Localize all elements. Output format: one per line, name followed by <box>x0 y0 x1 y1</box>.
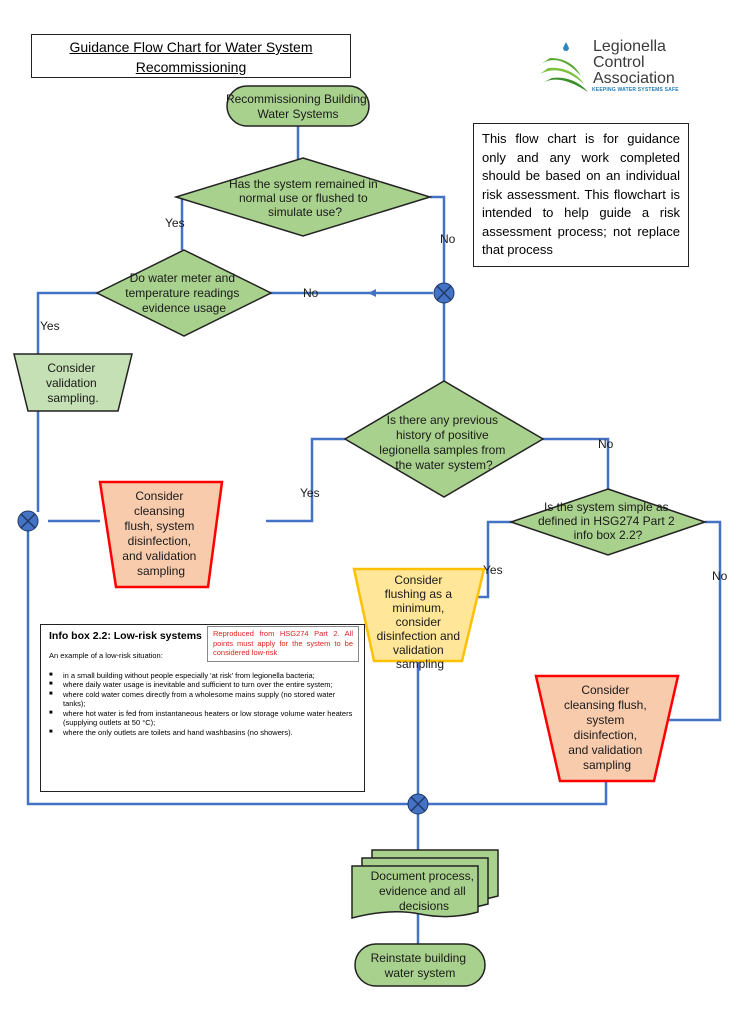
validation-sampling-box: Consider validation sampling. <box>13 353 133 412</box>
q3-line1: Is there any previous <box>387 413 498 427</box>
svg-text:Is there any previous: Is there any previous history of positiv… <box>379 413 508 472</box>
info-box-item: in a small building without people espec… <box>49 671 356 681</box>
q3-line2: history of positive <box>396 428 489 442</box>
chart-title-line1: Guidance Flow Chart for Water System <box>69 39 313 55</box>
validation-line2: validation <box>46 376 97 390</box>
junction-b <box>17 510 39 532</box>
svg-text:Is the system simple as: Is the system simple as defined in HSG27… <box>538 500 678 542</box>
q1-no-label: No <box>440 232 456 246</box>
start-line2: Water Systems <box>258 107 339 121</box>
q2-line1: Do water meter and <box>130 271 235 285</box>
junction-a <box>433 282 455 304</box>
reproduced-note: Reproduced from HSG274 Part 2. All point… <box>207 626 359 662</box>
info-box-item: where hot water is fed from instantaneou… <box>49 709 356 728</box>
decision-meter-readings: Do water meter and temperature readings … <box>95 249 273 337</box>
flush-line4: consider <box>396 615 441 629</box>
logo-line2: Control <box>593 54 645 71</box>
cleanse2-line2: cleansing flush, <box>564 698 647 712</box>
cleanse2-line4: disinfection, <box>574 728 637 742</box>
q3-line3: legionella samples from <box>379 443 505 457</box>
validation-line1: Consider <box>47 361 95 375</box>
arrow-head-icon <box>368 289 376 297</box>
svg-text:Consider cleansing: Consider cleansing flush, system disinfe… <box>122 489 199 578</box>
q3-line4: the water system? <box>395 458 493 472</box>
logo-wordmark: Legionella Control Association <box>593 39 675 87</box>
info-box-title: Info box 2.2: Low-risk systems <box>49 630 202 642</box>
lca-logo-icon <box>538 42 588 92</box>
end-terminator: Reinstate building water system <box>354 943 486 987</box>
logo-line1: Legionella <box>593 38 666 55</box>
flushing-minimum-box: Consider flushing as a minimum, consider… <box>352 567 486 671</box>
svg-text:Document process, evid: Document process, evidence and all decis… <box>371 869 478 913</box>
q1-yes-label: Yes <box>165 216 185 230</box>
start-line1: Recommissioning Building <box>226 92 367 106</box>
cleanse1-line6: sampling <box>137 564 185 578</box>
svg-text:Consider cleansing flu: Consider cleansing flush, system disinfe… <box>564 683 650 772</box>
cleanse1-line2: cleansing <box>134 504 185 518</box>
q1-line1: Has the system remained in <box>229 177 378 191</box>
q2-yes-label: Yes <box>40 319 60 333</box>
cleanse2-line5: and validation <box>568 743 642 757</box>
svg-text:Reinstate building wat: Reinstate building water system <box>371 951 470 980</box>
svg-text:Consider flushing as a: Consider flushing as a minimum, consider… <box>377 573 464 671</box>
decision-simple-system: Is the system simple as defined in HSG27… <box>508 488 708 556</box>
flush-line3: minimum, <box>392 601 444 615</box>
validation-line3: sampling. <box>47 391 98 405</box>
cleanse1-line5: and validation <box>122 549 196 563</box>
info-box-list: in a small building without people espec… <box>49 671 356 738</box>
chart-title-line2: Recommissioning <box>135 59 247 75</box>
q3-yes-label: Yes <box>300 486 320 500</box>
chart-title: Guidance Flow Chart for Water System Rec… <box>31 34 351 78</box>
info-box-intro: An example of a low-risk situation: <box>49 651 163 660</box>
info-box-item: where the only outlets are toilets and h… <box>49 728 356 738</box>
q4-line2: defined in HSG274 Part 2 <box>538 514 675 528</box>
logo-line3: Association <box>593 70 675 87</box>
cleanse2-line6: sampling <box>583 758 631 772</box>
document-line3: decisions <box>399 899 449 913</box>
document-line1: Document process, <box>371 869 474 883</box>
q3-no-label: No <box>598 437 614 451</box>
cleanse1-line1: Consider <box>135 489 183 503</box>
flush-line5: disinfection and <box>377 629 460 643</box>
connectors <box>26 125 722 944</box>
cleanse1-line3: flush, system <box>124 519 194 533</box>
cleanse1-line4: disinfection, <box>128 534 191 548</box>
flush-line1: Consider <box>394 573 442 587</box>
cleansing-flush-box-2: Consider cleansing flush, system disinfe… <box>534 674 680 783</box>
q2-line3: evidence usage <box>142 301 226 315</box>
q1-line3: simulate use? <box>268 205 342 219</box>
end-line1: Reinstate building <box>371 951 466 965</box>
flush-line6: validation <box>393 643 444 657</box>
flush-line2: flushing as a <box>385 587 453 601</box>
cleanse2-line1: Consider <box>581 683 629 697</box>
logo-tagline: KEEPING WATER SYSTEMS SAFE <box>592 87 679 93</box>
flush-line7: sampling <box>396 657 444 671</box>
decision-normal-use: Has the system remained in normal use or… <box>173 157 433 237</box>
cleansing-flush-box-1: Consider cleansing flush, system disinfe… <box>98 480 224 589</box>
q2-line2: temperature readings <box>125 286 239 300</box>
svg-text:Recommissioning Building: Recommissioning Building Water Systems <box>226 92 370 121</box>
end-line2: water system <box>384 966 456 980</box>
q1-line2: normal use or flushed to <box>239 191 368 205</box>
q2-no-label: No <box>303 286 319 300</box>
q4-line1: Is the system simple as <box>544 500 669 514</box>
document-line2: evidence and all <box>379 884 466 898</box>
start-terminator: Recommissioning Building Water Systems <box>226 85 370 127</box>
guidance-note: This flow chart is for guidance only and… <box>473 123 689 267</box>
q4-line3: info box 2.2? <box>574 528 643 542</box>
decision-positive-history: Is there any previous history of positiv… <box>343 380 545 498</box>
svg-text:Do water meter and te: Do water meter and temperature readings … <box>125 271 242 315</box>
q4-no-label: No <box>712 569 728 583</box>
document-process-box: Document process, evidence and all decis… <box>351 849 499 919</box>
svg-text:Has the system remained in: Has the system remained in normal use or… <box>229 177 381 219</box>
info-box-low-risk: Info box 2.2: Low-risk systems An exampl… <box>40 624 365 792</box>
info-box-item: where daily water usage is inevitable an… <box>49 680 356 690</box>
cleanse2-line3: system <box>586 713 624 727</box>
info-box-item: where cold water comes directly from a w… <box>49 690 356 709</box>
q4-yes-label: Yes <box>483 563 503 577</box>
svg-text:Consider validation: Consider validation sampling. <box>46 361 100 405</box>
junction-c <box>407 793 429 815</box>
